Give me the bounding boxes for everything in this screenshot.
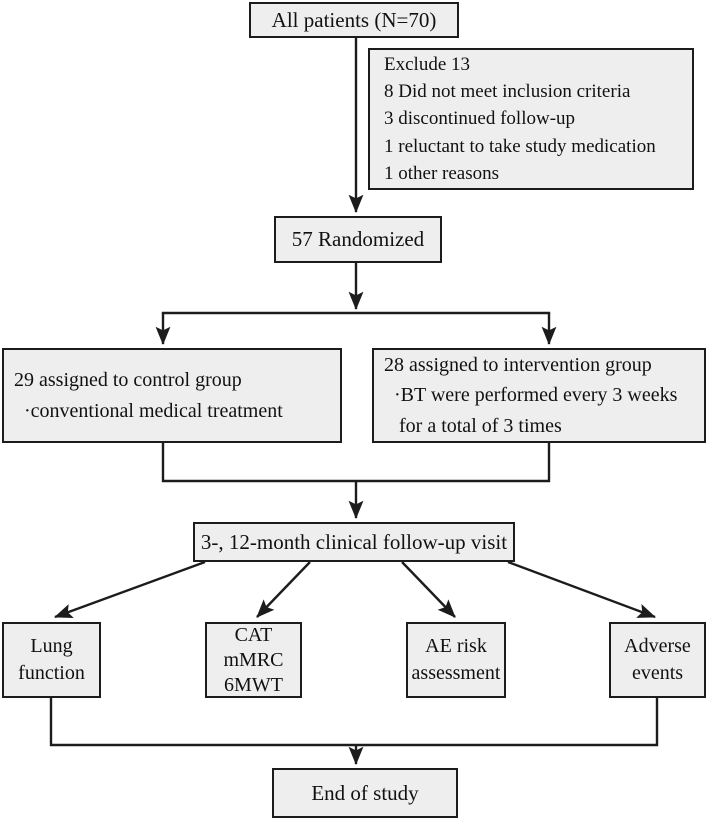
exclusion-line-total: Exclude 13: [384, 54, 471, 76]
exclusion-line-reluctant: 1 reluctant to take study medication: [384, 135, 656, 157]
node-followup-visit: 3-, 12-month clinical follow-up visit: [193, 522, 515, 562]
cat-scores-line-1: CAT: [234, 623, 273, 646]
connector-merge-outcomes: [49, 698, 659, 747]
control-group-assignment: 29 assigned to control group: [14, 369, 242, 392]
adverse-events-line-1: Adverse: [624, 635, 691, 658]
node-lung-function: Lung function: [2, 622, 101, 698]
ae-risk-line-2: assessment: [411, 662, 501, 684]
exclusion-line-other: 1 other reasons: [384, 162, 500, 184]
connector-merge-groups: [161, 443, 551, 483]
node-all-patients: All patients (N=70): [249, 2, 459, 38]
lung-function-line-1: Lung: [30, 635, 73, 658]
node-ae-risk-assessment: AE risk assessment: [406, 622, 506, 698]
cat-scores-line-2: mMRC: [223, 648, 284, 671]
exclusion-line-discontinued: 3 discontinued follow-up: [384, 108, 576, 130]
ae-risk-line-1: AE risk: [425, 635, 487, 658]
node-exclusions: Exclude 13 8 Did not meet inclusion crit…: [368, 48, 694, 190]
node-followup-visit-label: 3-, 12-month clinical follow-up visit: [200, 529, 508, 554]
connector-followup-to-ae-risk: [401, 561, 456, 618]
intervention-group-total: for a total of 3 times: [384, 414, 562, 437]
control-group-treatment: ·conventional medical treatment: [14, 399, 283, 422]
intervention-group-assignment: 28 assigned to intervention group: [384, 353, 652, 376]
node-all-patients-label: All patients (N=70): [271, 7, 437, 32]
connector-followup-to-lung-function: [54, 560, 206, 619]
node-end-of-study-label: End of study: [311, 780, 419, 805]
lung-function-line-2: function: [18, 662, 85, 684]
connector-split-bar: [161, 311, 551, 315]
connector-followup-to-adverse-events: [507, 560, 656, 619]
node-intervention-group: 28 assigned to intervention group ·BT we…: [372, 348, 706, 443]
node-cat-scores: CAT mMRC 6MWT: [205, 622, 302, 698]
cat-scores-line-3: 6MWT: [224, 673, 283, 696]
node-randomized-label: 57 Randomized: [291, 227, 425, 251]
node-adverse-events: Adverse events: [609, 622, 706, 698]
intervention-group-schedule: ·BT were performed every 3 weeks: [384, 384, 678, 407]
node-end-of-study: End of study: [272, 768, 458, 818]
exclusion-line-inclusion-criteria: 8 Did not meet inclusion criteria: [384, 81, 631, 103]
connector-followup-to-cat: [256, 561, 311, 618]
node-control-group: 29 assigned to control group ·convention…: [2, 348, 342, 443]
node-randomized: 57 Randomized: [274, 216, 442, 263]
adverse-events-line-2: events: [631, 662, 684, 684]
